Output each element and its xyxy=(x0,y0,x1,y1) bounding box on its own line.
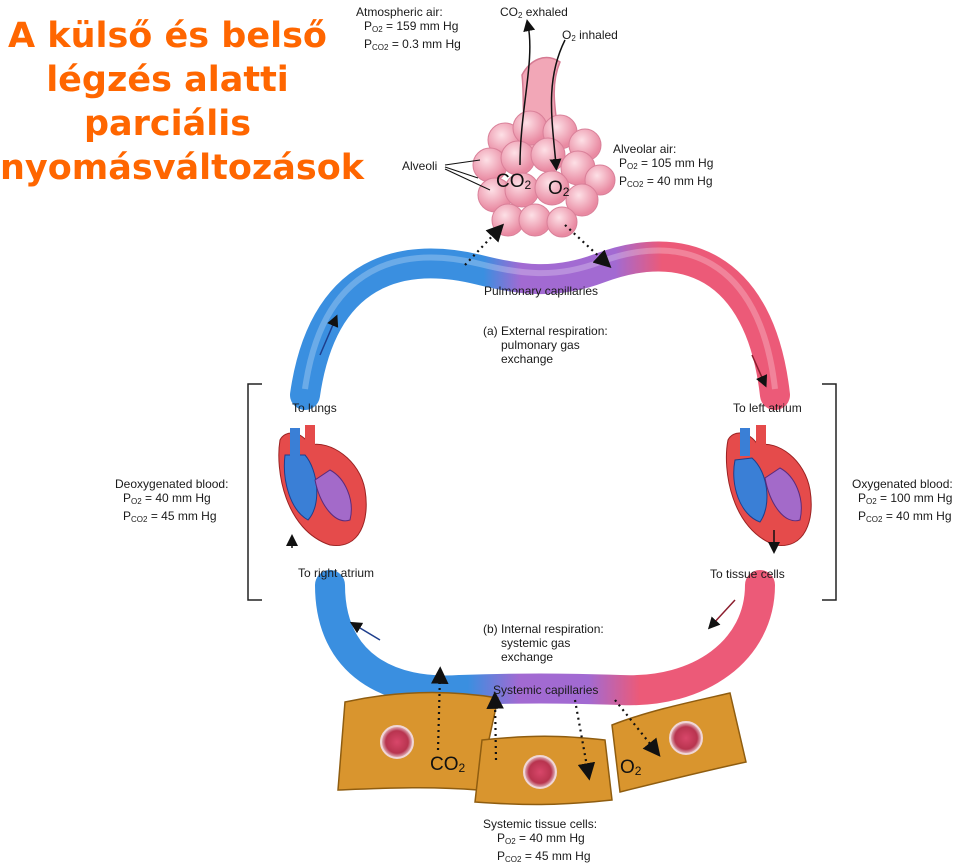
title-line-3: parciális xyxy=(83,104,252,144)
deoxygenated-heading: Deoxygenated blood: xyxy=(115,477,229,491)
co2-diffusion-arrow-tissue-2 xyxy=(486,691,504,761)
tissue-co2-label: CO2 xyxy=(430,754,466,776)
internal-line-1: (b) Internal respiration: xyxy=(483,622,604,636)
external-respiration-label: (a) External respiration: pulmonary gas … xyxy=(483,324,608,366)
co2-diffusion-arrow-lung xyxy=(464,223,505,266)
tissue-pco2: PCO2 = 45 mm Hg xyxy=(497,849,591,864)
flow-arrow-up-left xyxy=(319,314,339,356)
oxygenated-pco2: PCO2 = 40 mm Hg xyxy=(858,509,952,524)
deoxygenated-pco2: PCO2 = 45 mm Hg xyxy=(123,509,217,524)
title-line-4: nyomásváltozások xyxy=(0,148,365,188)
atmospheric-po2: PO2 = 159 mm Hg xyxy=(364,19,459,34)
tissue-o2-label: O2 xyxy=(620,757,642,779)
external-line-3: exchange xyxy=(501,352,554,366)
alveoli-o2-label: O2 xyxy=(548,178,570,200)
alveolar-pco2: PCO2 = 40 mm Hg xyxy=(619,174,713,189)
right-heart xyxy=(725,425,812,554)
tissue-cells xyxy=(337,691,747,806)
tissue-cell-left xyxy=(337,691,499,791)
systemic-vessel xyxy=(315,570,775,706)
o2-inhaled-label: O2 inhaled xyxy=(562,28,618,43)
oxygenated-po2: PO2 = 100 mm Hg xyxy=(858,491,953,506)
flow-arrow-down-right xyxy=(751,354,768,388)
atmospheric-air-label: Atmospheric air: PO2 = 159 mm Hg PCO2 = … xyxy=(356,5,461,55)
to-lungs-label: To lungs xyxy=(292,401,337,415)
external-line-1: (a) External respiration: xyxy=(483,324,608,338)
internal-respiration-label: (b) Internal respiration: systemic gas e… xyxy=(483,622,604,664)
pulmonary-capillaries-label: Pulmonary capillaries xyxy=(484,284,599,298)
co2-exhaled-arrow xyxy=(519,19,536,166)
oxygenated-blood-label: Oxygenated blood: PO2 = 100 mm Hg PCO2 =… xyxy=(852,477,953,527)
flow-arrow-bottom-right xyxy=(707,599,736,630)
external-line-2: pulmonary gas xyxy=(501,338,580,352)
internal-line-3: exchange xyxy=(501,650,554,664)
alveolar-air-label: Alveolar air: PO2 = 105 mm Hg PCO2 = 40 … xyxy=(613,142,713,192)
oxygenated-heading: Oxygenated blood: xyxy=(852,477,953,491)
title-line-1: A külső és belső xyxy=(8,16,327,56)
to-right-atrium-label: To right atrium xyxy=(298,566,375,580)
co2-diffusion-arrow-tissue-1 xyxy=(430,666,449,751)
alveoli-cluster xyxy=(472,110,616,238)
alveoli-label: Alveoli xyxy=(402,159,438,173)
systemic-tissue-cells-label: Systemic tissue cells: PO2 = 40 mm Hg PC… xyxy=(483,817,597,864)
o2-inhaled-arrow xyxy=(549,39,566,171)
alveoli-co2-label: CO2 xyxy=(496,171,532,193)
left-heart xyxy=(278,425,367,548)
alveolar-po2: PO2 = 105 mm Hg xyxy=(619,156,714,171)
to-tissue-cells-label: To tissue cells xyxy=(710,567,785,581)
flow-arrow-bottom-left xyxy=(349,621,381,641)
deoxygenated-blood-label: Deoxygenated blood: PO2 = 40 mm Hg PCO2 … xyxy=(115,477,228,527)
right-bracket xyxy=(822,383,837,601)
co2-exhaled-label: CO2 exhaled xyxy=(500,5,568,20)
o2-diffusion-arrow-tissue-1 xyxy=(573,699,596,781)
title-line-2: légzés alatti xyxy=(46,60,289,100)
systemic-capillaries-label: Systemic capillaries xyxy=(493,683,599,697)
left-bracket xyxy=(247,383,262,601)
atmospheric-heading: Atmospheric air: xyxy=(356,5,443,19)
tissue-po2: PO2 = 40 mm Hg xyxy=(497,831,585,846)
pulmonary-vessel xyxy=(290,241,790,410)
tissue-heading: Systemic tissue cells: xyxy=(483,817,598,831)
pulmonary-vessel-highlight xyxy=(302,247,778,390)
to-left-atrium-label: To left atrium xyxy=(733,401,802,415)
internal-line-2: systemic gas xyxy=(501,636,571,650)
alveolar-heading: Alveolar air: xyxy=(613,142,677,156)
deoxygenated-po2: PO2 = 40 mm Hg xyxy=(123,491,211,506)
page-title: A külső és belső légzés alatti parciális… xyxy=(0,14,365,190)
alveoli-pointer xyxy=(444,159,491,191)
atmospheric-pco2: PCO2 = 0.3 mm Hg xyxy=(364,37,461,52)
